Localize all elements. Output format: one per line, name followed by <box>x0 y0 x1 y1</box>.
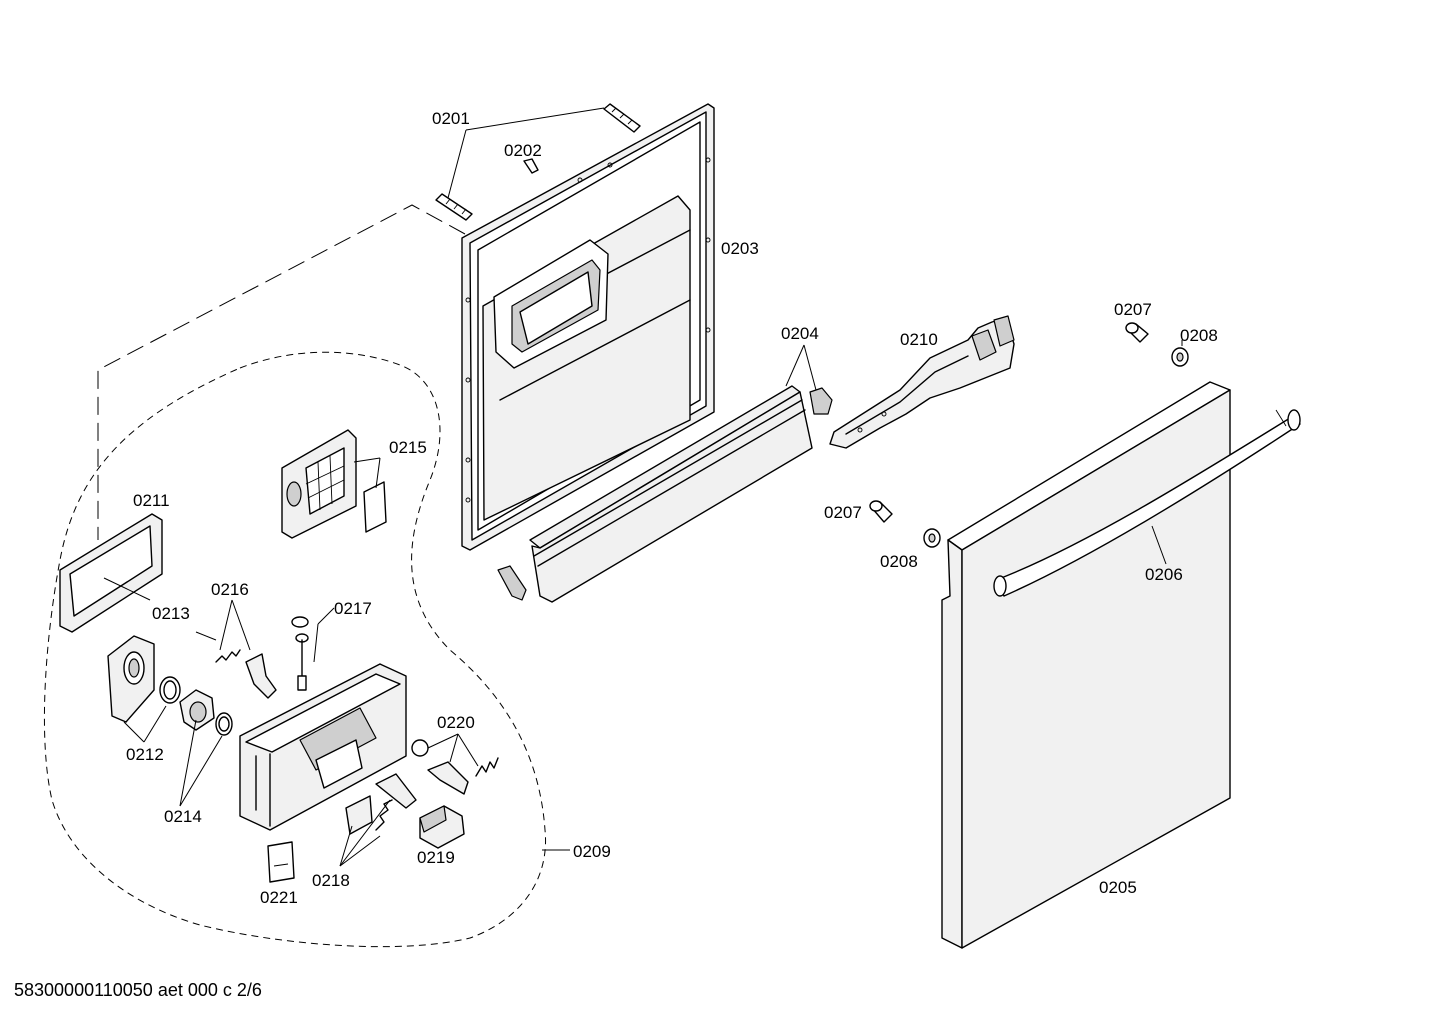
solenoid-0219 <box>419 805 465 849</box>
callout-0203: 0203 <box>721 239 759 258</box>
leader-lines <box>103 107 1183 867</box>
callout-0210: 0210 <box>900 330 938 349</box>
callout-0216: 0216 <box>211 580 249 599</box>
callout-labels: 0201 0202 0203 0204 0210 0207 0208 0215 … <box>126 109 1218 907</box>
callout-0208-upper: 0208 <box>1180 326 1218 345</box>
callout-0218: 0218 <box>312 871 350 890</box>
callout-0207-upper: 0207 <box>1114 300 1152 319</box>
screw-0201-top <box>603 103 641 133</box>
screw-0202 <box>523 158 539 174</box>
dispenser-lid-0215 <box>281 429 357 539</box>
callout-0209: 0209 <box>573 842 611 861</box>
rinse-cap-0212 <box>107 635 155 723</box>
callout-0204: 0204 <box>781 324 819 343</box>
callout-0215: 0215 <box>389 438 427 457</box>
screw-0207-lower <box>869 500 893 523</box>
outer-door-0205 <box>941 381 1231 949</box>
label-plate-0221 <box>267 841 295 883</box>
callout-0208-lower: 0208 <box>880 552 918 571</box>
hinge-bracket-0210 <box>829 315 1015 449</box>
pin-0217 <box>291 616 309 691</box>
callout-0212: 0212 <box>126 745 164 764</box>
handle-0206 <box>993 409 1301 597</box>
lever-0220 <box>427 761 469 795</box>
callout-0213: 0213 <box>152 604 190 623</box>
latch-0218 <box>345 773 417 835</box>
screw-0201-bottom <box>435 193 473 221</box>
screw-0207-upper <box>1125 322 1149 343</box>
seal-frame-0211 <box>59 513 163 633</box>
callout-0207-lower: 0207 <box>824 503 862 522</box>
callout-0214: 0214 <box>164 807 202 826</box>
o-ring-0213 <box>159 676 181 704</box>
callout-0219: 0219 <box>417 848 455 867</box>
callout-0202: 0202 <box>504 141 542 160</box>
callout-0206: 0206 <box>1145 565 1183 584</box>
callout-0221: 0221 <box>260 888 298 907</box>
callout-0201: 0201 <box>432 109 470 128</box>
callout-0211: 0211 <box>133 491 170 510</box>
lever-0216 <box>245 653 277 699</box>
o-ring-0214 <box>215 712 233 736</box>
ball-0220 <box>411 739 429 757</box>
callout-0217: 0217 <box>334 599 372 618</box>
washer-0208-lower <box>923 528 941 548</box>
drawing-code: 58300000110050 aet 000 c 2/6 <box>14 980 262 1000</box>
spring-0220 <box>475 757 499 777</box>
callout-0205: 0205 <box>1099 878 1137 897</box>
dispenser-housing-0209 <box>239 663 407 831</box>
washer-0208-upper <box>1171 347 1189 367</box>
trim-strip-0204 <box>497 385 833 603</box>
inner-door-0203 <box>461 103 715 551</box>
callout-0220: 0220 <box>437 713 475 732</box>
spring-0216 <box>215 649 241 663</box>
valve-0214 <box>179 689 215 731</box>
reference-line-0211 <box>97 204 466 540</box>
seal-pad-0215 <box>363 481 387 533</box>
